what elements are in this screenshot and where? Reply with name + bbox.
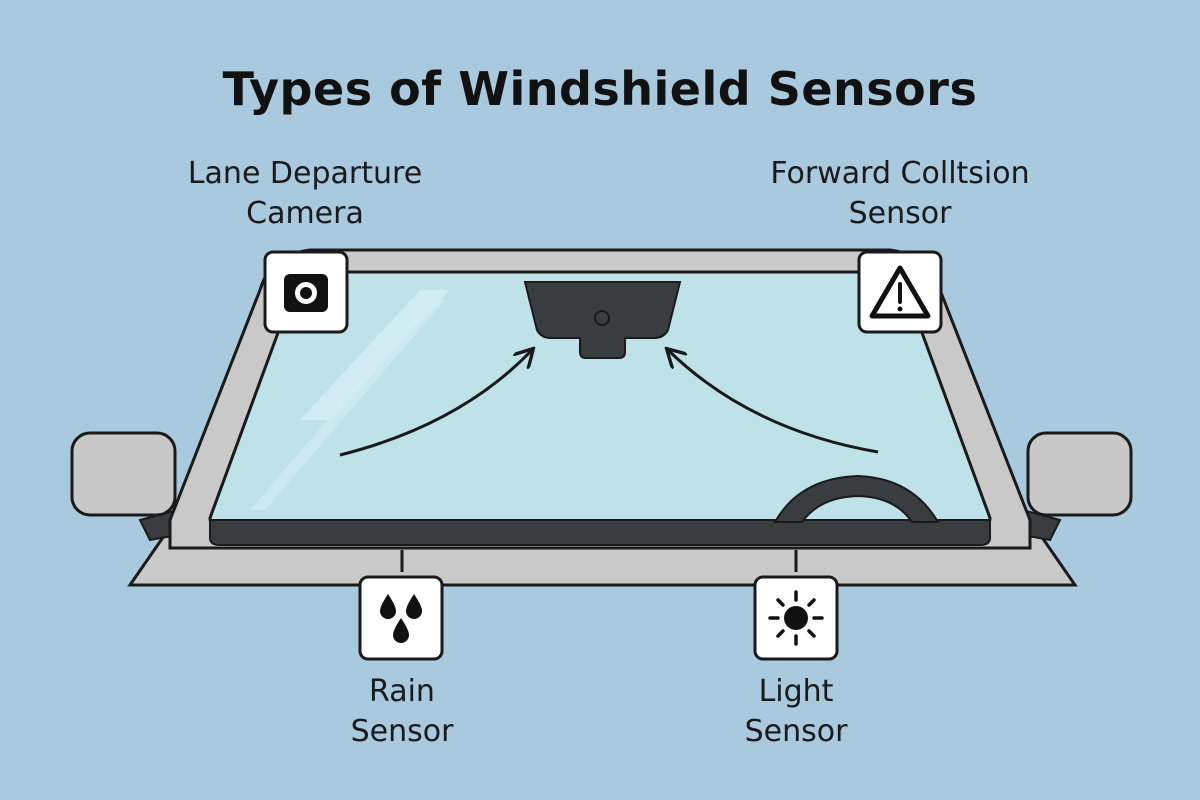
camera-icon <box>284 274 328 312</box>
label-line: Light <box>758 674 834 709</box>
sun-icon-box <box>753 575 839 661</box>
label-line: Sensor <box>744 714 848 749</box>
label-line: Sensor <box>848 196 952 231</box>
label-line: Lane Departure <box>187 156 423 191</box>
warning-icon-box <box>857 250 943 334</box>
sun-icon <box>768 590 824 646</box>
rain-icon-box <box>358 575 444 661</box>
left-arrow <box>339 350 532 457</box>
label-line: Camera <box>246 196 364 231</box>
label-forward-collision-sensor: Forward Colltsion Sensor <box>720 154 1080 234</box>
label-rain-sensor: Rain Sensor <box>300 672 504 752</box>
label-lane-departure-camera: Lane Departure Camera <box>140 154 470 234</box>
sensor-lens <box>594 310 610 326</box>
raindrops-icon <box>380 594 422 643</box>
dashboard-strip <box>209 519 991 546</box>
steering-wheel <box>773 474 940 523</box>
glass-highlight <box>250 300 445 510</box>
label-light-sensor: Light Sensor <box>694 672 898 752</box>
sensor-module <box>523 281 682 359</box>
right-arrow <box>668 350 879 454</box>
camera-icon-box <box>263 250 349 334</box>
warning-triangle-icon <box>869 265 931 319</box>
label-line: Forward Colltsion <box>770 156 1030 191</box>
label-line: Sensor <box>350 714 454 749</box>
label-line: Rain <box>369 674 435 709</box>
diagram-title: Types of Windshield Sensors <box>222 62 978 116</box>
